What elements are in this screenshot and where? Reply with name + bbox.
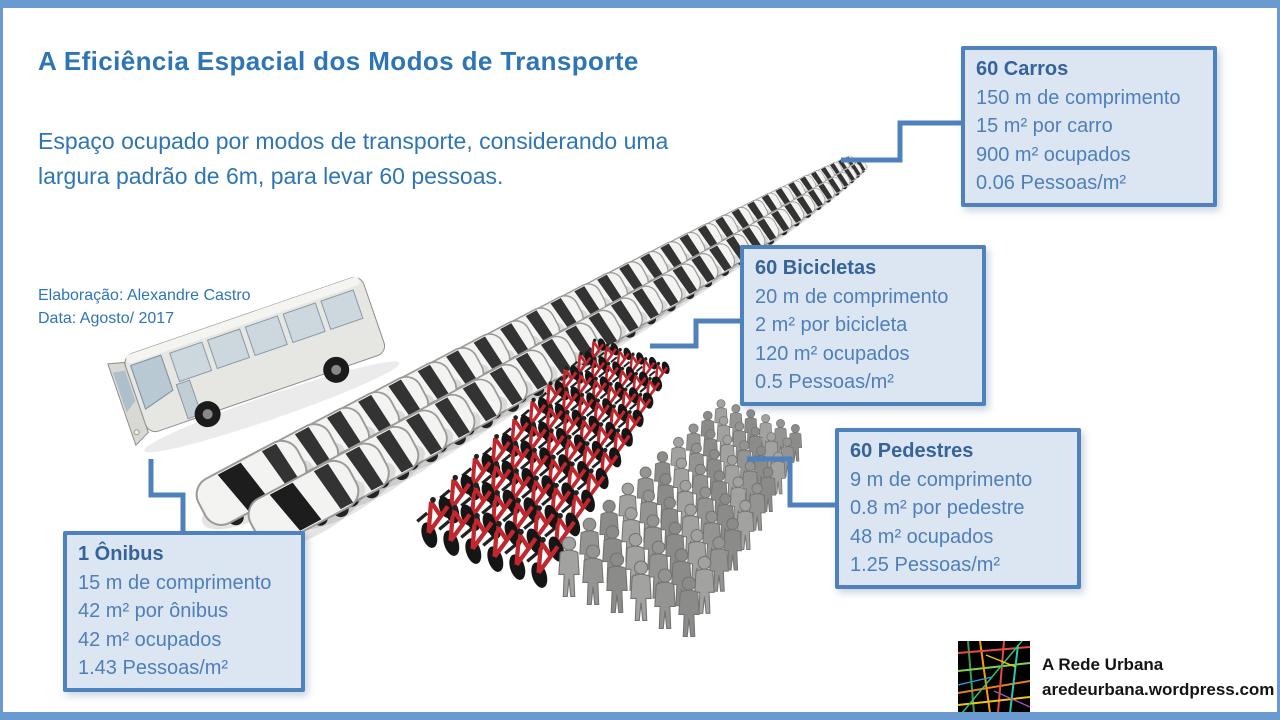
callout-bus-length: 15 m de comprimento (78, 571, 272, 594)
callout-bicycles: 60 Bicicletas 20 m de comprimento 2 m² p… (740, 245, 986, 406)
subtitle-line-2: largura padrão de 6m, para levar 60 pess… (38, 163, 504, 189)
connector-pedestrians (747, 456, 839, 508)
connector-bus (148, 459, 186, 535)
callout-bus-density: 1.43 Pessoas/m² (78, 657, 229, 679)
callout-bicycles-area-each: 2 m² por bicicleta (755, 314, 908, 336)
connector-cars (841, 120, 965, 163)
subtitle: Espaço ocupado por modos de transporte, … (38, 124, 668, 194)
transport-scene-illustration (107, 120, 965, 637)
street-network-map-icon (958, 641, 1030, 712)
cars-illustration (195, 155, 869, 550)
callout-pedestrians-title: 60 Pedestres (850, 440, 974, 462)
callout-bicycles-area-total: 120 m² ocupados (755, 342, 910, 365)
callout-bus-area-total: 42 m² ocupados (78, 628, 222, 651)
brand-name: A Rede Urbana (1042, 655, 1164, 674)
bus-illustration (107, 276, 400, 453)
credits-author: Elaboração: Alexandre Castro (38, 287, 251, 304)
callout-bus-area-each: 42 m² por ônibus (78, 600, 229, 622)
subtitle-line-1: Espaço ocupado por modos de transporte, … (38, 128, 669, 154)
callout-bicycles-length: 20 m de comprimento (755, 285, 949, 308)
bicycles-illustration (416, 338, 670, 588)
footer: A Rede Urbana aredeurbana.wordpress.com (958, 641, 1275, 712)
callout-bicycles-density: 0.5 Pessoas/m² (755, 371, 894, 393)
callout-pedestrians-length: 9 m de comprimento (850, 468, 1033, 491)
callout-cars-area-total: 900 m² ocupados (976, 143, 1131, 166)
brand-url: aredeurbana.wordpress.com (1042, 680, 1275, 699)
callout-bus: 1 Ônibus 15 m de comprimento 42 m² por ô… (63, 531, 305, 692)
callout-cars: 60 Carros 150 m de comprimento 15 m² por… (961, 46, 1217, 207)
callout-connectors (148, 120, 965, 535)
page-title: A Eficiência Espacial dos Modos de Trans… (38, 46, 639, 76)
callout-pedestrians-area-total: 48 m² ocupados (850, 525, 994, 548)
callout-cars-area-each: 15 m² por carro (976, 115, 1113, 137)
callout-cars-title: 60 Carros (976, 58, 1069, 80)
connector-bicycles (650, 318, 744, 349)
callout-pedestrians-area-each: 0.8 m² por pedestre (850, 497, 1025, 519)
callout-cars-density: 0.06 Pessoas/m² (976, 172, 1127, 194)
credits-date: Data: Agosto/ 2017 (38, 310, 175, 327)
callout-pedestrians-density: 1.25 Pessoas/m² (850, 554, 1001, 576)
callout-bus-title: 1 Ônibus (78, 543, 164, 565)
credits: Elaboração: Alexandre Castro Data: Agost… (38, 284, 251, 330)
callout-cars-length: 150 m de comprimento (976, 86, 1181, 109)
pedestrians-illustration (558, 399, 803, 637)
callout-pedestrians: 60 Pedestres 9 m de comprimento 0.8 m² p… (835, 428, 1081, 589)
callout-bicycles-title: 60 Bicicletas (755, 257, 877, 279)
